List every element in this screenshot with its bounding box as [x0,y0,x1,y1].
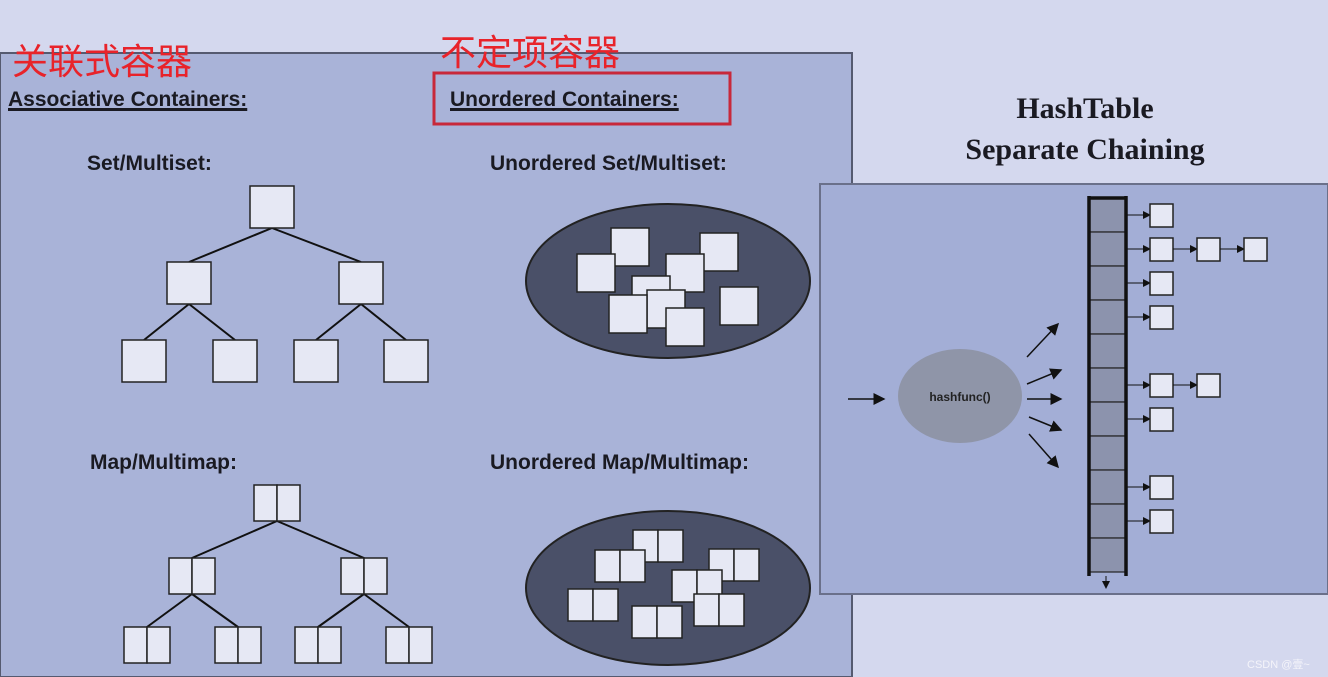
hash-output-arrow [1028,416,1063,432]
chain-node [1149,237,1174,262]
chain-node [1196,237,1221,262]
highlight-box [432,71,732,126]
map-node-value [363,557,388,595]
unordered-header: Unordered Containers: [450,88,679,111]
unordered-set-nodes [576,227,759,347]
associative-header: Associative Containers: [8,88,248,111]
set-node [249,185,295,229]
unordered-map-value [718,593,745,627]
unordered-set-label: Unordered Set/Multiset: [490,152,727,175]
set-node [212,339,258,383]
unordered-set-node [610,227,650,267]
map-node-value [276,484,301,522]
set-tree [121,185,429,383]
map-node-key [253,484,278,522]
tree-edge [146,593,193,628]
map-label: Map/Multimap: [90,451,237,474]
tree-edge [271,227,362,263]
chain-node [1149,475,1174,500]
tree-edge [188,227,273,263]
set-node [338,261,384,305]
unordered-map-key [693,593,720,627]
unordered-map-nodes [567,529,760,639]
set-node [293,339,339,383]
unordered-map-value [592,588,619,622]
map-node-value [146,626,171,664]
chain-node [1243,237,1268,262]
tree-edge [191,520,278,559]
hashfunc-ellipse [898,349,1022,443]
unordered-map-value [656,605,683,639]
unordered-map-key [594,549,621,583]
map-node-value [408,626,433,664]
map-node-key [123,626,148,664]
hashfunc-label: hashfunc() [929,390,990,404]
map-node-value [317,626,342,664]
chain-node [1149,407,1174,432]
tree-edge [276,520,365,559]
set-label: Set/Multiset: [87,152,212,175]
annotation-unordered: 不定项容器 [440,32,621,73]
map-tree [123,484,433,664]
hashtable-title: HashTable Separate Chaining [930,88,1240,170]
map-node-key [294,626,319,664]
bucket-cell [1088,469,1127,505]
tree-edge [360,303,407,341]
unordered-map-label: Unordered Map/Multimap: [490,451,750,474]
set-node [121,339,167,383]
tree-edge [363,593,410,628]
unordered-set-node [719,286,759,326]
chain-node [1149,203,1174,228]
tree-edge [143,303,190,341]
watermark: CSDN @壹~ [1247,659,1310,671]
bucket-cell [1088,435,1127,471]
set-node [166,261,212,305]
map-node-key [214,626,239,664]
map-node-value [237,626,262,664]
tree-edge [317,593,365,628]
bucket-cell [1088,265,1127,301]
unordered-set-node [608,294,648,334]
chain-node [1149,305,1174,330]
unordered-map-key [631,605,658,639]
annotation-associative: 关联式容器 [12,41,193,82]
map-node-value [191,557,216,595]
bucket-cell [1088,401,1127,437]
unordered-map-value [619,549,646,583]
set-node [383,339,429,383]
bucket-cell [1088,367,1127,403]
tree-edge [315,303,362,341]
unordered-set-node [665,307,705,347]
title-line-1: HashTable [1016,92,1154,125]
map-node-key [340,557,365,595]
bucket-cell [1088,197,1127,233]
unordered-map-value [733,548,760,582]
bucket-cell [1088,537,1127,573]
map-node-key [168,557,193,595]
title-line-2: Separate Chaining [965,133,1205,166]
bucket-cell [1088,333,1127,369]
bucket-cell [1088,503,1127,539]
chain-node [1149,373,1174,398]
unordered-map-key [567,588,594,622]
hash-output-arrow [1026,368,1063,385]
tree-edge [188,303,236,341]
map-node-key [385,626,410,664]
chain-node [1149,509,1174,534]
chain-node [1149,271,1174,296]
unordered-map-value [657,529,684,563]
unordered-set-node [699,232,739,272]
hash-output-arrow [1028,433,1059,469]
chain-node [1196,373,1221,398]
hash-output-arrow [1026,322,1060,358]
hashtable-diagram [848,196,1268,589]
unordered-set-node [665,253,705,293]
unordered-set-node [576,253,616,293]
bucket-cell [1088,231,1127,267]
tree-edge [191,593,239,628]
bucket-cell [1088,299,1127,335]
